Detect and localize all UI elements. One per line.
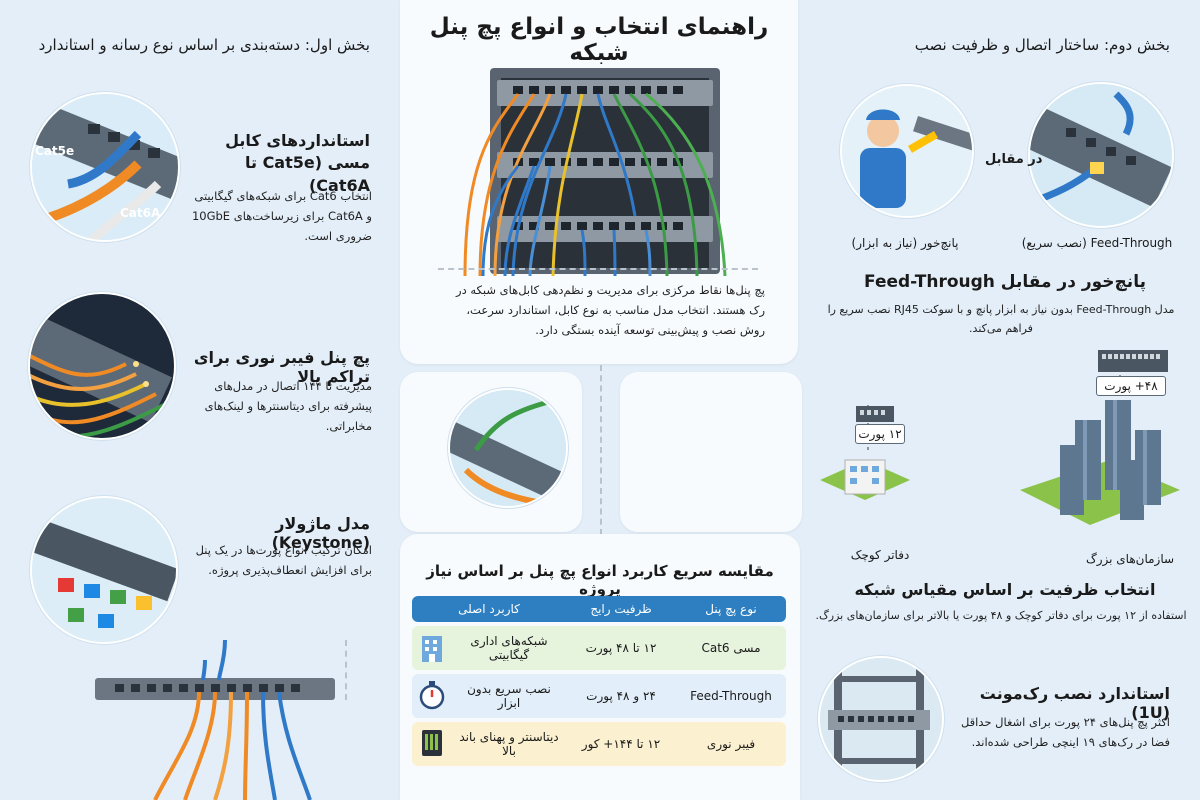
feedthrough-closeup-image (448, 388, 568, 508)
table-row: Feed-Through ۲۴ و ۴۸ پورت نصب سریع بدون … (412, 674, 786, 718)
feedthrough-caption: Feed-Through (نصب سریع) (1021, 236, 1173, 250)
punch-vs-feed-title: پانچ‌خور در مقابل Feed-Through (864, 272, 1146, 292)
cell-type: Feed-Through (676, 674, 786, 718)
rackmount-text: اکثر پچ پنل‌های ۲۴ پورت برای اشغال حداقل… (960, 715, 1170, 750)
header-type: نوع پچ پنل (676, 596, 786, 622)
punchdown-image (840, 84, 974, 218)
ports-48-badge: ۴۸+ پورت (1096, 376, 1166, 396)
table-row: فیبر نوری ۱۲ تا ۱۴۴+ کور دیتاسنتر و پهنا… (412, 722, 786, 766)
cell-type: مسی Cat6 (676, 626, 786, 670)
cell-capacity: ۱۲ تا ۴۸ پورت (566, 626, 676, 670)
rack-illustration (463, 68, 727, 276)
punch-vs-feed-text: مدل Feed-Through بدون نیاز به ابزار پانچ… (827, 303, 1175, 336)
keystone-image (30, 496, 178, 644)
building-icon (422, 635, 442, 662)
divider-line (438, 268, 758, 270)
comparison-title: مقایسه سریع کاربرد انواع پچ پنل بر اساس … (426, 562, 774, 598)
modular-title: مدل ماژولار (Keystone) (271, 514, 370, 552)
rackmount-image (818, 656, 944, 782)
fiber-panel-image (28, 292, 176, 440)
copper-title: استانداردهای کابل مسی (Cat5e تا Cat6A) (225, 131, 370, 195)
section2-heading: بخش دوم: ساختار اتصال و ظرفیت نصب (914, 36, 1170, 54)
middle-right-card (620, 372, 802, 532)
patch-panel-illustration (95, 640, 335, 800)
server-icon (422, 729, 442, 756)
punchdown-caption: پانچ‌خور (نیاز به ابزار) (851, 236, 959, 250)
copper-text: انتخاب Cat6 برای شبکه‌های گیگابیتی و Cat… (191, 189, 372, 244)
cat6a-label: Cat6A (120, 206, 161, 220)
cell-use: شبکه‌های اداری گیگابیتی (452, 626, 566, 670)
section1-heading: بخش اول: دسته‌بندی بر اساس نوع رسانه و ا… (38, 36, 370, 54)
big-org-label: سازمان‌های بزرگ (1085, 552, 1175, 566)
fiber-title: پچ پنل فیبر نوری برای تراکم بالا (193, 348, 370, 386)
stopwatch-icon (419, 680, 445, 709)
ports-12-badge: ۱۲ پورت (855, 424, 905, 444)
cat5e-label: Cat5e (35, 144, 75, 158)
intro-text: پچ پنل‌ها نقاط مرکزی برای مدیریت و نظم‌د… (456, 283, 765, 338)
cell-capacity: ۱۲ تا ۱۴۴+ کور (566, 722, 676, 766)
header-capacity: ظرفیت رایج (566, 596, 676, 622)
comparison-table: نوع پچ پنل ظرفیت رایج کاربرد اصلی مسی Ca… (412, 592, 786, 770)
cell-use: دیتاسنتر و پهنای باند بالا (452, 722, 566, 766)
versus-label: در مقابل (985, 152, 1043, 167)
cell-type: فیبر نوری (676, 722, 786, 766)
connector-line (345, 640, 347, 700)
table-row: مسی Cat6 ۱۲ تا ۴۸ پورت شبکه‌های اداری گی… (412, 626, 786, 670)
small-office-label: دفاتر کوچک (850, 548, 910, 562)
header-use: کاربرد اصلی (412, 596, 566, 622)
capacity-title: انتخاب ظرفیت بر اساس مقیاس شبکه (854, 580, 1156, 599)
cell-capacity: ۲۴ و ۴۸ پورت (566, 674, 676, 718)
fiber-text: مدیریت تا ۱۴۴ اتصال در مدل‌های پیشرفته ب… (204, 379, 372, 434)
rackmount-title: استاندارد نصب رک‌مونت (1U) (979, 684, 1170, 722)
modular-text: امکان ترکیب انواع پورت‌ها در یک پنل برای… (195, 543, 372, 578)
cell-use: نصب سریع بدون ابزار (452, 674, 566, 718)
capacity-illustration (820, 350, 1180, 525)
capacity-text: استفاده از ۱۲ پورت برای دفاتر کوچک و ۴۸ … (815, 609, 1187, 622)
connector-line (600, 365, 602, 535)
page-title: راهنمای انتخاب و انواع پچ پنل شبکه (429, 14, 769, 66)
feedthrough-image (1028, 82, 1174, 228)
